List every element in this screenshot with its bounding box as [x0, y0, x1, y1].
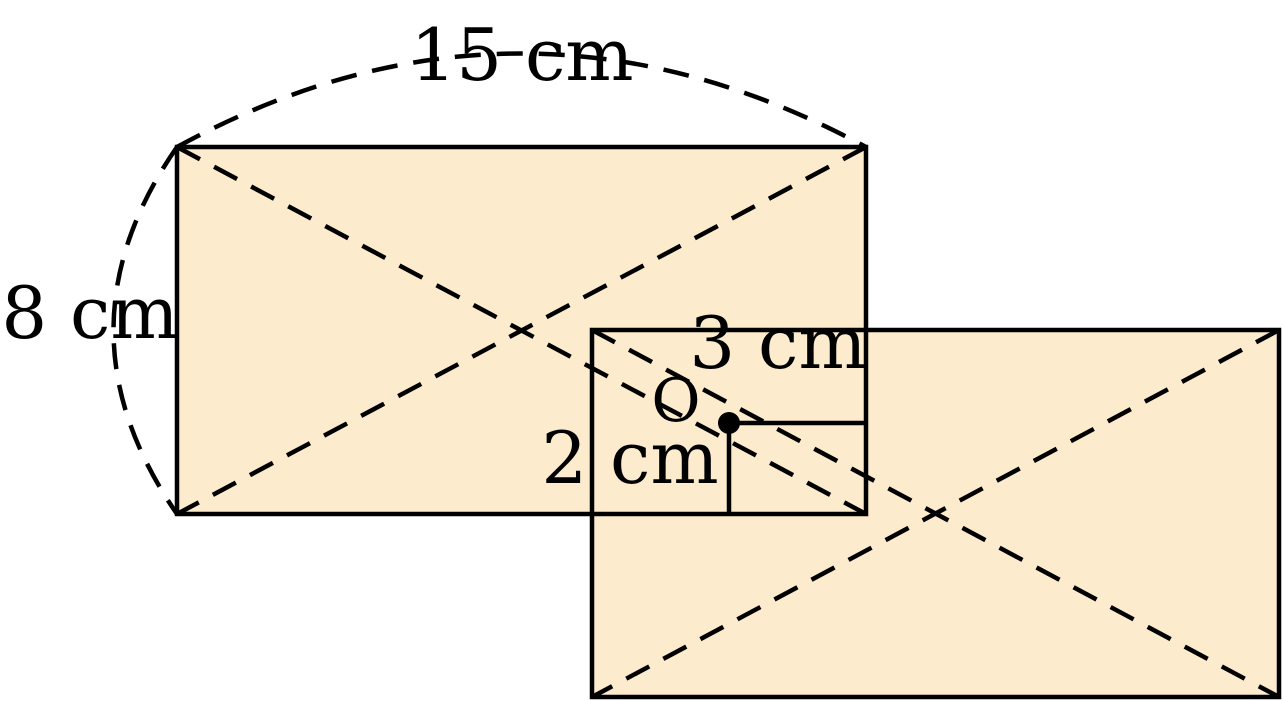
rectangle-b-outline — [589, 327, 1282, 700]
rectangle-b-diagonal-2 — [590, 328, 1281, 699]
offset-vertical-label: 2 cm — [541, 416, 718, 500]
height-dimension-arc — [111, 145, 179, 516]
center-point-o-label: O — [651, 366, 700, 436]
offset-horizontal-label: 3 cm — [689, 301, 866, 385]
center-point-o-dot — [718, 412, 740, 434]
left-height-label: 8 cm — [1, 271, 178, 355]
rectangle-a-diagonal-2 — [175, 145, 868, 516]
top-width-label: 15 cm — [410, 13, 633, 97]
width-dimension-arc — [175, 51, 868, 149]
